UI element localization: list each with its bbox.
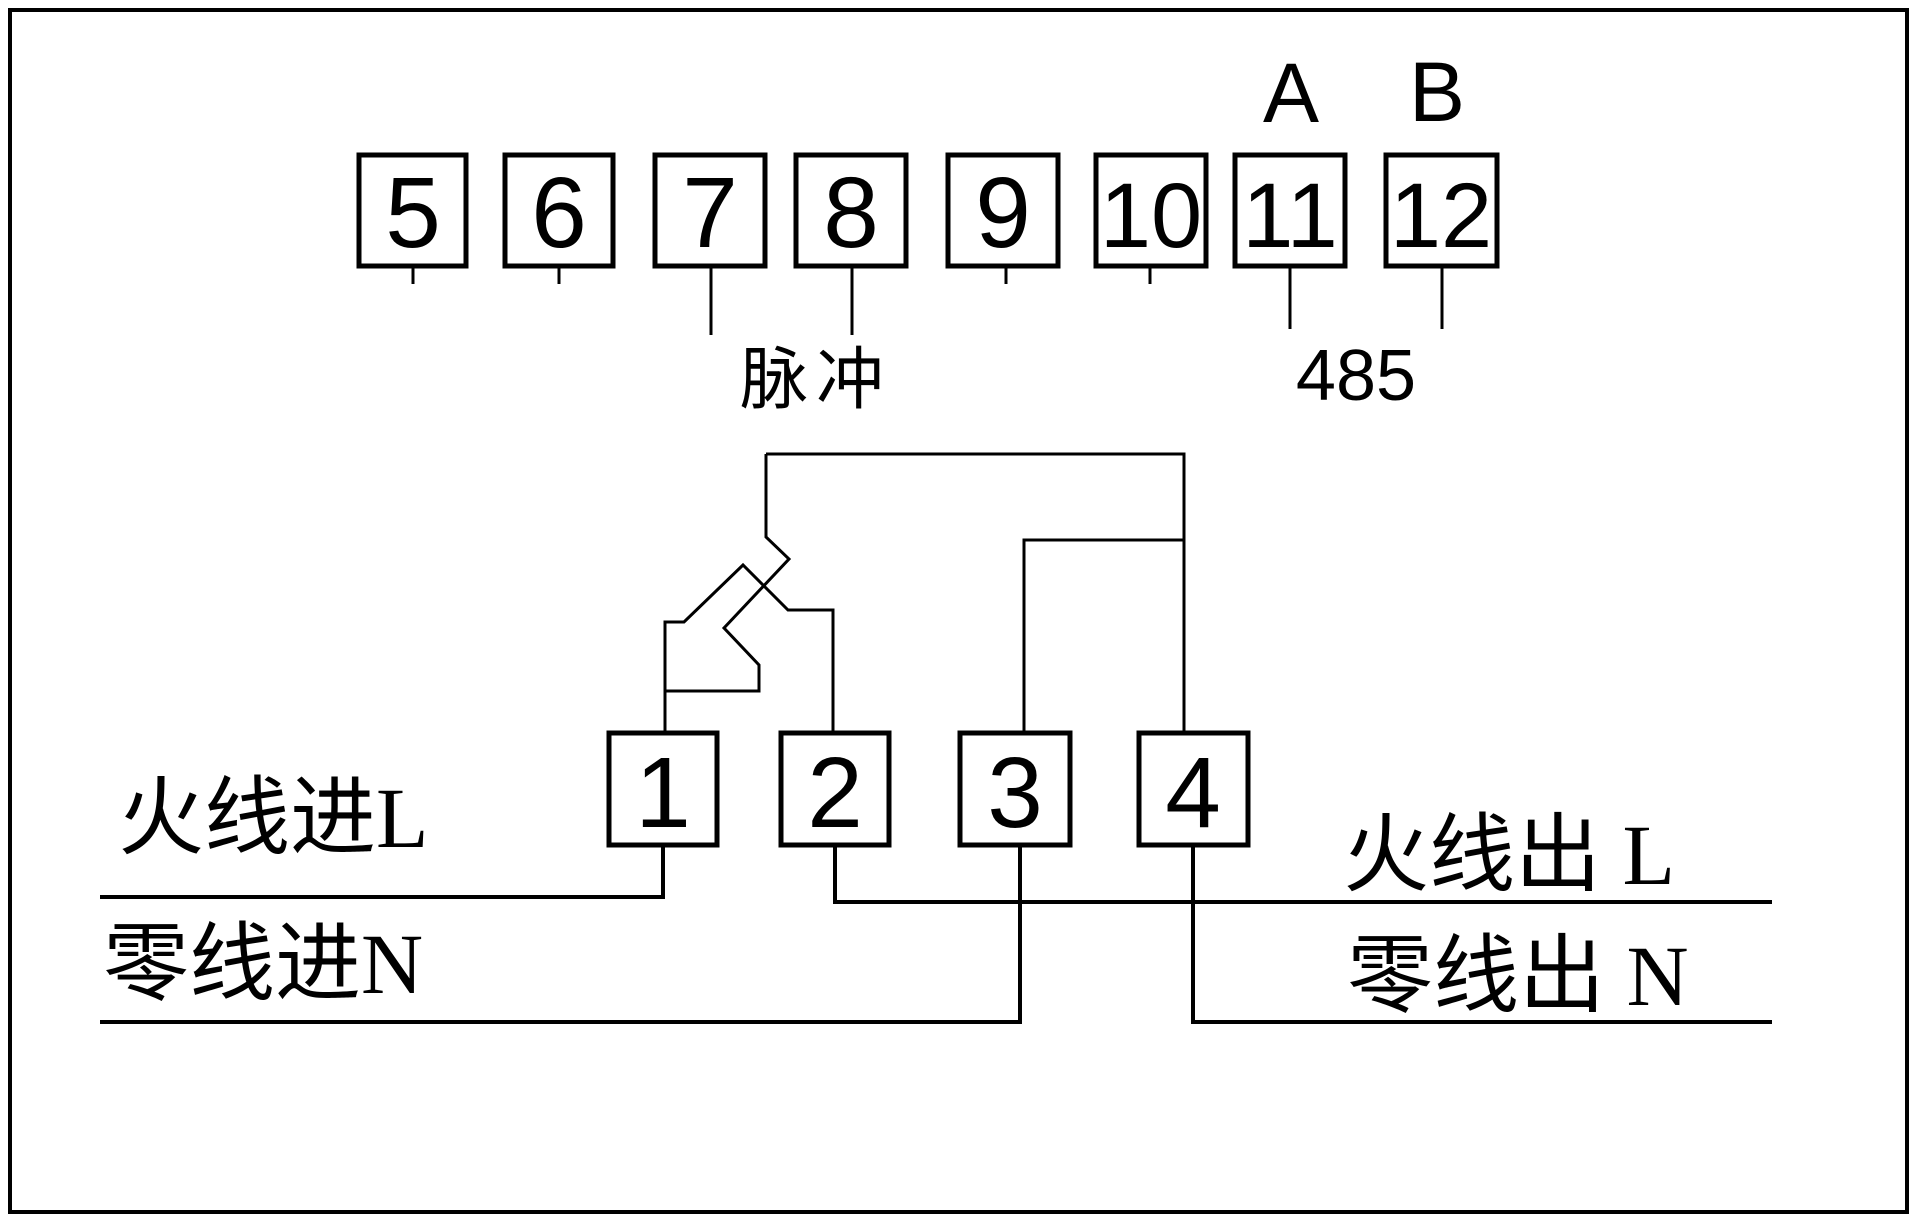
terminal-7-box [652,152,768,269]
neutral-in-label: 零线进N [103,916,423,1012]
terminal-4: 4 [1136,730,1251,849]
terminal-3-box [957,730,1073,848]
terminal-5: 5 [356,152,469,284]
terminal-8-label: 8 [823,157,879,269]
terminal-6-label: 6 [531,157,587,269]
neutral-out-label: 零线出 N [1347,928,1689,1024]
terminal-12-box [1383,152,1500,269]
terminal-7-label: 7 [682,157,738,269]
terminal-1-box [606,730,720,848]
terminal-2: 2 [778,730,892,849]
terminal-1: 1 [606,730,720,849]
terminal-4-label: 4 [1165,737,1221,849]
terminal-2-label: 2 [807,737,863,849]
rs485-b-label: B [1409,45,1465,139]
rs485-port-label: 485 [1296,336,1416,416]
terminal-9-label: 9 [975,157,1031,269]
terminal-10: 10 [1093,152,1209,284]
terminal-6-box [502,152,616,269]
live-out-label: 火线出 L [1343,807,1675,903]
terminal-4-box [1136,730,1251,848]
terminal-8: 8 [793,152,909,335]
terminal-9: 9 [945,152,1061,284]
wire-branch-to-terminal3 [1022,538,1184,733]
terminal-11-label: 11 [1242,165,1338,267]
terminal-10-label: 10 [1100,165,1202,267]
terminal-3-label: 3 [987,737,1043,849]
live-in-label: 火线进L [118,770,429,866]
wire-live-out-line [833,845,1772,904]
terminal-1-label: 1 [635,737,691,849]
terminal-12-label: 12 [1390,165,1492,267]
diagram-border [8,8,1909,1214]
terminal-9-box [945,152,1061,269]
wire-voltage-hook-from-terminal2 [663,562,835,733]
wire-current-coil-link-to-terminal1 [663,454,792,733]
terminal-5-label: 5 [385,157,441,269]
terminal-10-box [1093,152,1209,269]
wire-live-in-line [100,845,665,899]
terminal-11: 11 [1232,152,1348,329]
pulse-port-label: 脉冲 [740,342,892,418]
terminal-12: 12 [1383,152,1500,329]
rs485-a-label: A [1263,46,1319,140]
wire-neutral-in-line [100,845,1022,1024]
terminal-3: 3 [957,730,1073,849]
terminal-11-box [1232,152,1348,269]
terminal-6: 6 [502,152,616,284]
wire-top-bus-to-terminal4 [766,452,1186,733]
terminal-7: 7 [652,152,768,335]
wire-neutral-out-line [1191,845,1772,1024]
